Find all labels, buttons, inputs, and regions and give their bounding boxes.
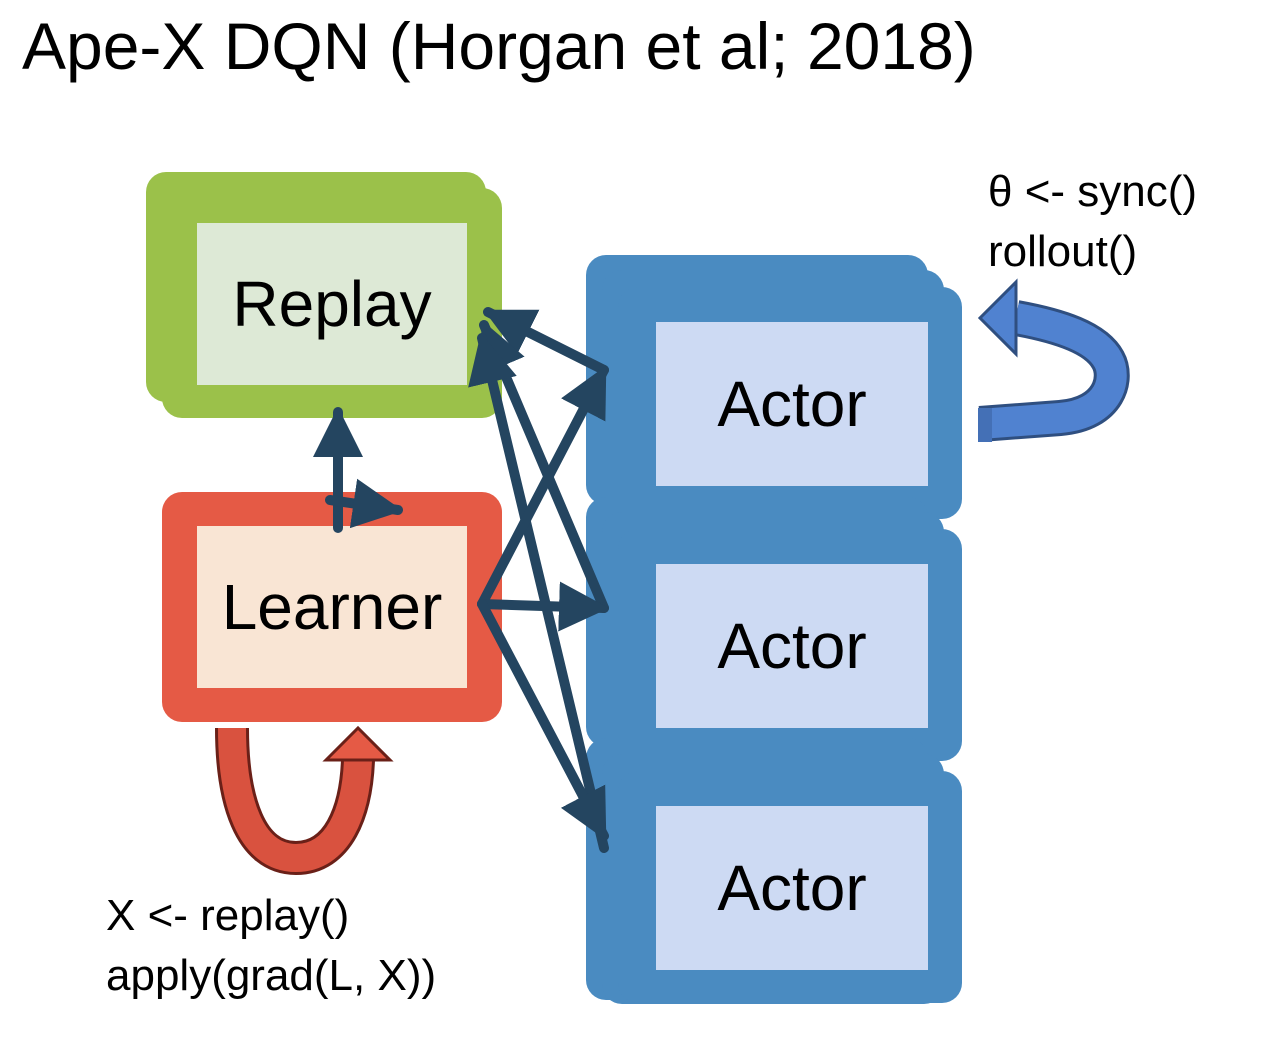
rollout-text: rollout() (988, 227, 1138, 276)
sync-text: θ <- sync() (988, 167, 1198, 216)
actor-label-3: Actor (656, 806, 928, 970)
replay-to-learner-arrow (325, 478, 403, 529)
learner-to-actor3-arrow (477, 599, 609, 841)
learner-loop-arrow (215, 725, 394, 876)
learner-to-actor1-arrow (477, 365, 609, 609)
actor1-to-replay-arrow (483, 307, 609, 375)
learner-to-actor2-arrow (477, 581, 609, 632)
replay-label: Replay (197, 223, 467, 385)
actor-annotation: θ <- sync() rollout() (988, 162, 1197, 282)
learner-label: Learner (197, 526, 467, 688)
actor-label-1: Actor (656, 322, 928, 486)
actor-loop-arrow (977, 278, 1130, 442)
replay-call-text: X <- replay() (106, 891, 350, 940)
actor-label-2: Actor (656, 564, 928, 728)
page-title: Ape-X DQN (Horgan et al; 2018) (22, 9, 976, 83)
apply-grad-text: apply(grad(L, X)) (106, 951, 437, 1000)
learner-annotation: X <- replay() apply(grad(L, X)) (106, 886, 436, 1006)
actor3-to-replay-arrow (468, 333, 609, 853)
